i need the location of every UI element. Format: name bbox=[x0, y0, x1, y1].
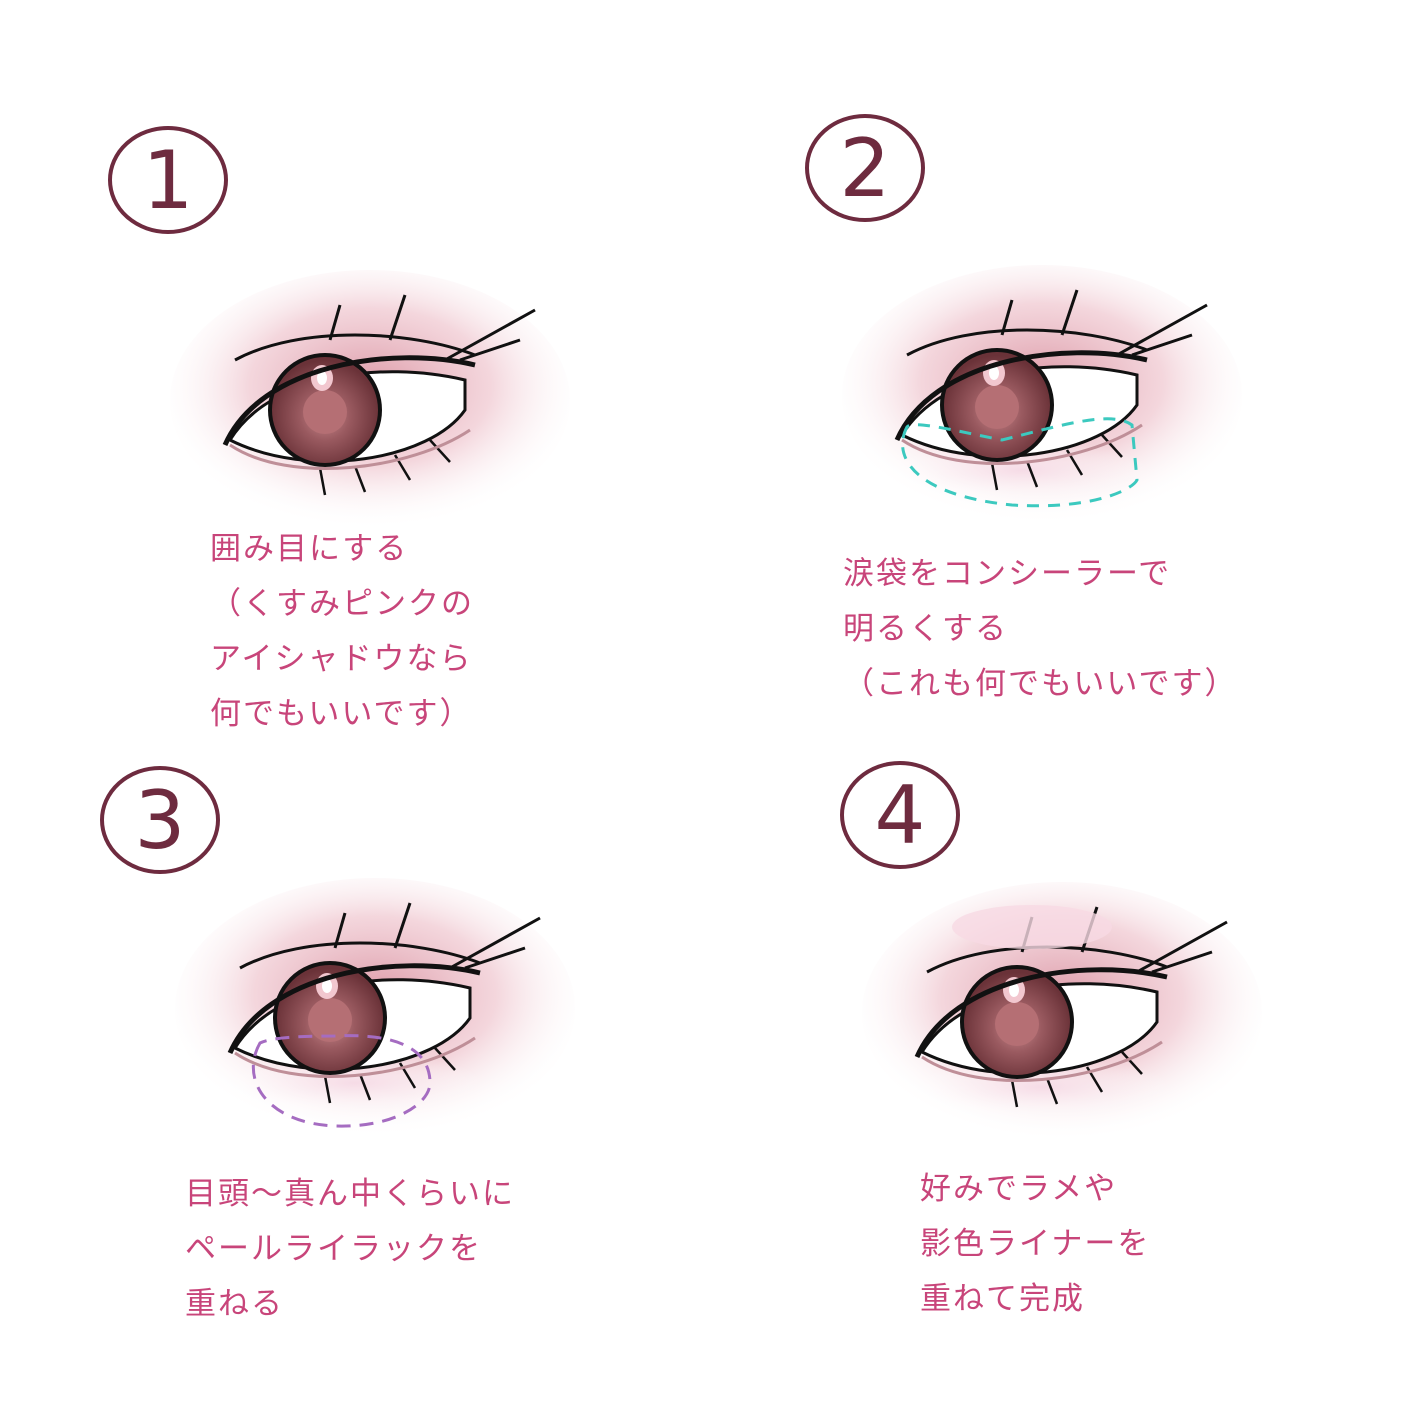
caption-line: 影色ライナーを bbox=[920, 1226, 1151, 1262]
eye-illustration bbox=[175, 878, 575, 1138]
step-number: 2 bbox=[840, 122, 891, 215]
step-number: 1 bbox=[143, 134, 194, 227]
step-1-panel: 1 bbox=[108, 126, 570, 530]
concealer-guide-outline bbox=[901, 417, 1139, 508]
caption-line: 何でもいいです） bbox=[210, 696, 473, 732]
step-number-circle: 3 bbox=[100, 766, 220, 874]
caption-line: （これも何でもいいです） bbox=[843, 666, 1238, 702]
step-4-caption: 好みでラメや影色ライナーを重ねて完成 bbox=[920, 1162, 1150, 1327]
step-number: 4 bbox=[875, 769, 926, 862]
step-2-caption: 涙袋をコンシーラーで明るくする （これも何でもいいです） bbox=[843, 547, 1237, 712]
eye-illustration bbox=[170, 270, 570, 530]
step-number-circle: 2 bbox=[805, 114, 925, 222]
step-3-caption: 目頭〜真ん中くらいにペールライラックを重ねる bbox=[185, 1167, 515, 1332]
glitter-highlight bbox=[952, 905, 1112, 949]
caption-line: アイシャドウなら bbox=[210, 641, 473, 677]
caption-line: 好みでラメや bbox=[920, 1171, 1118, 1207]
eye-illustration bbox=[862, 882, 1262, 1142]
caption-line: （くすみピンクの bbox=[210, 586, 474, 622]
step-number: 3 bbox=[135, 774, 186, 867]
step-2-panel: 2 bbox=[805, 114, 1242, 525]
caption-line: 目頭〜真ん中くらいに bbox=[185, 1176, 515, 1212]
step-number-circle: 4 bbox=[840, 761, 960, 869]
caption-line: 明るくする bbox=[843, 611, 1008, 647]
caption-line: 重ねる bbox=[185, 1286, 284, 1322]
step-1-caption: 囲み目にする （くすみピンクのアイシャドウなら何でもいいです） bbox=[210, 522, 474, 742]
step-number-circle: 1 bbox=[108, 126, 228, 234]
caption-line: 重ねて完成 bbox=[920, 1281, 1085, 1317]
lilac-guide-outline bbox=[251, 1034, 432, 1128]
step-3-panel: 3 bbox=[100, 766, 575, 1138]
caption-line: 囲み目にする bbox=[210, 531, 409, 567]
caption-line: 涙袋をコンシーラーで bbox=[843, 556, 1172, 592]
caption-line: ペールライラックを bbox=[185, 1231, 482, 1267]
eye-illustration bbox=[842, 265, 1242, 525]
step-4-panel: 4 bbox=[840, 761, 1262, 1142]
